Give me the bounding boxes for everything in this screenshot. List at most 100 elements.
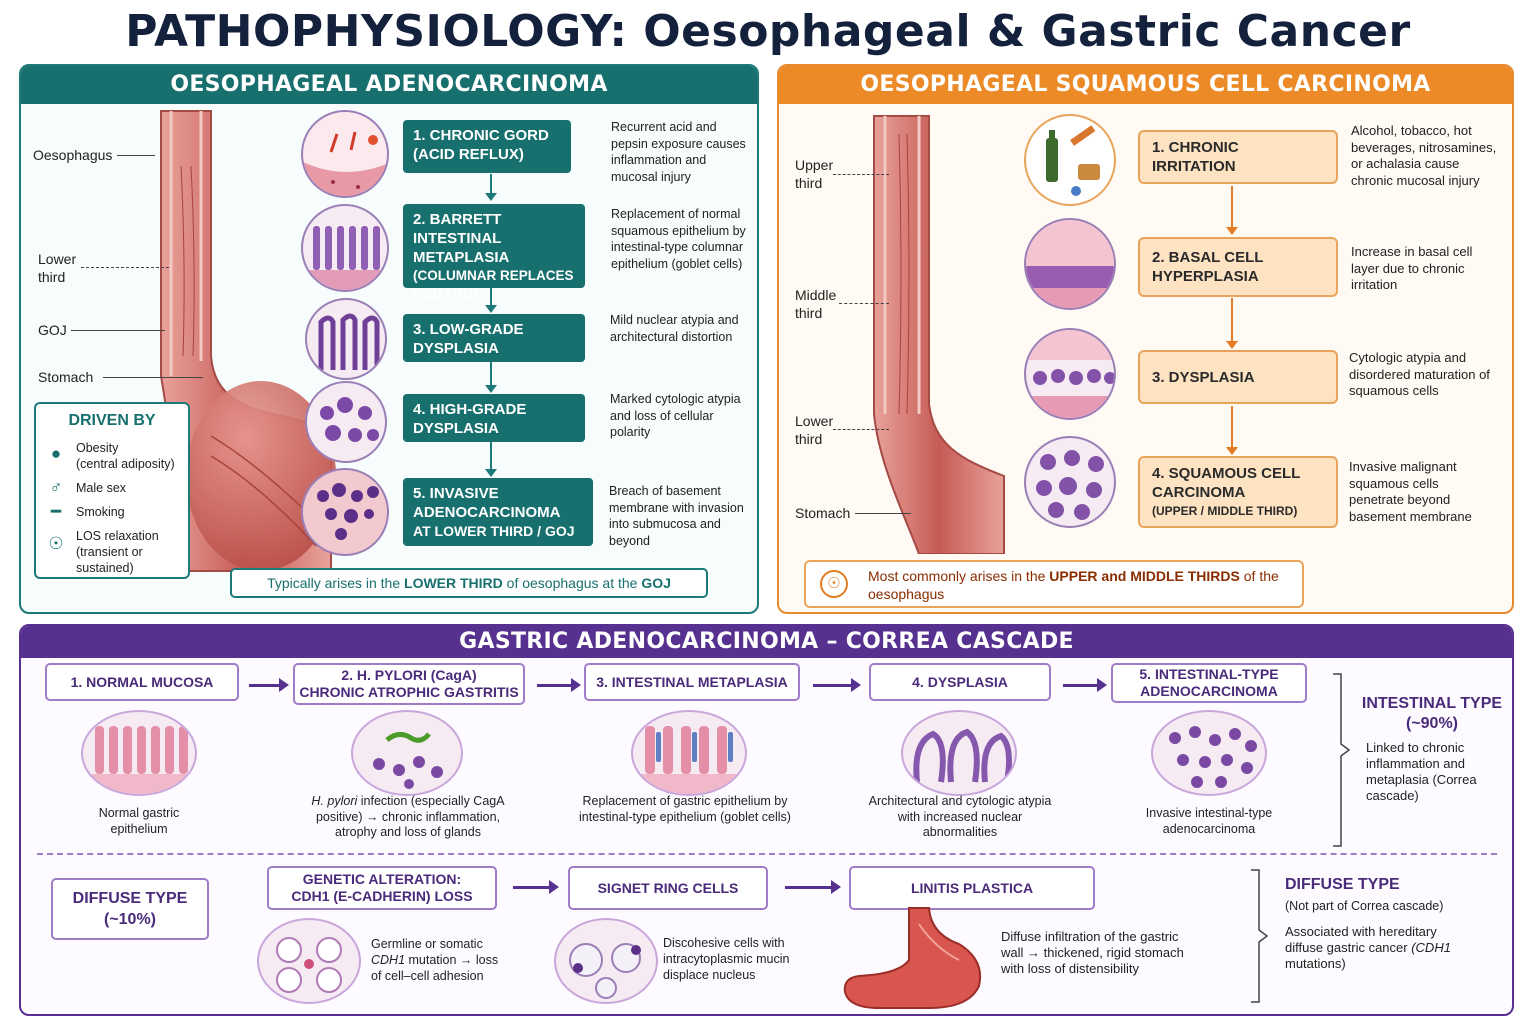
flow-arrow	[1063, 678, 1107, 692]
adeno-step-5: 5. INVASIVE ADENOCARCINOMA AT LOWER THIRD…	[403, 478, 593, 546]
scc-location-note: ☉ Most commonly arises in the UPPER and …	[804, 560, 1304, 608]
adeno-step-5-title: 5. INVASIVE ADENOCARCINOMA	[413, 485, 561, 521]
scc-step-4: 4. SQUAMOUS CELL CARCINOMA (UPPER / MIDDL…	[1138, 456, 1338, 528]
normal-mucosa-image	[81, 710, 197, 796]
label-oesophagus: Oesophagus	[33, 147, 113, 163]
diffuse-type-box: DIFFUSE TYPE (~10%)	[51, 878, 209, 940]
note-text: of oesophagus at the	[502, 575, 642, 591]
correa-step-4-desc: Architectural and cytologic atypia with …	[868, 794, 1052, 839]
scc-panel: OESOPHAGEAL SQUAMOUS CELL CARCINOMA Uppe…	[777, 64, 1514, 614]
gastric-header: GASTRIC ADENOCARCINOMA – CORREA CASCADE	[21, 626, 1512, 658]
flow-arrow	[485, 442, 497, 477]
h-pylori-gastritis-image	[351, 710, 463, 796]
correa-step-2-desc: H. pylori infection (especially CagA pos…	[296, 794, 520, 841]
low-grade-dysplasia-image	[305, 298, 387, 380]
flow-arrow	[485, 288, 497, 313]
leader-line	[117, 155, 155, 156]
person-icon: ●	[50, 444, 62, 463]
scc-step-4-title: 4. SQUAMOUS CELL CARCINOMA	[1152, 464, 1301, 501]
flow-arrow	[249, 678, 289, 692]
correa-step-3-title: 3. INTESTINAL METAPLASIA	[596, 673, 788, 690]
leader-line	[833, 174, 889, 175]
diffuse-type-title: DIFFUSE TYPE	[72, 890, 188, 907]
adeno-step-2: 2. BARRETT INTESTINAL METAPLASIA(COLUMNA…	[403, 204, 585, 301]
adeno-step-4-desc: Marked cytologic atypia and loss of cell…	[610, 392, 741, 439]
scc-oesophagus-illustration	[873, 115, 1005, 554]
correa-step-5-desc: Invasive intestinal-type adenocarcinoma	[1145, 806, 1273, 836]
correa-step-2-sub: CHRONIC ATROPHIC GASTRITIS	[299, 684, 519, 700]
adeno-step-4-title: 4. HIGH-GRADE DYSPLASIA	[413, 401, 527, 437]
driven-by-box: DRIVEN BY ● Obesity(central adiposity) ♂…	[34, 402, 190, 579]
gastric-panel: GASTRIC ADENOCARCINOMA – CORREA CASCADE …	[19, 624, 1514, 1016]
diffuse-type-pct: (~10%)	[103, 911, 157, 928]
intestinal-adenocarcinoma-image	[1151, 710, 1267, 796]
label-lower-third: Lower third	[38, 251, 77, 285]
adeno-step-1-title: 1. CHRONIC GORD (ACID REFLUX)	[413, 127, 549, 163]
scc-step-3-title: 3. DYSPLASIA	[1152, 368, 1255, 386]
leader-line	[103, 377, 203, 378]
diffuse-step-2: SIGNET RING CELLS	[568, 866, 768, 910]
diffuse-step-1-desc: Germline or somatic CDH1 mutation → loss…	[371, 936, 511, 984]
risk-smoking: Smoking	[76, 505, 125, 519]
adeno-location-note: Typically arises in the LOWER THIRD of o…	[230, 568, 708, 598]
section-divider	[37, 853, 1497, 855]
leader-line	[81, 267, 169, 268]
gord-histology-image	[301, 110, 389, 198]
correa-step-4: 4. DYSPLASIA	[869, 663, 1051, 701]
label-lower-third: Lower third	[795, 413, 834, 447]
adeno-step-2-sub: (COLUMNAR REPLACES SQUAMOUS)	[413, 268, 574, 301]
cdh1-loss-image	[257, 918, 361, 1004]
driven-by-title: DRIVEN BY	[68, 412, 156, 429]
label-goj: GOJ	[38, 322, 67, 338]
gastric-dysplasia-image	[901, 710, 1017, 796]
adeno-step-1-desc: Recurrent acid and pepsin exposure cause…	[611, 120, 746, 184]
note-strong: UPPER and MIDDLE THIRDS	[1049, 568, 1240, 584]
leader-line	[855, 513, 911, 514]
intestinal-type-pct: (~90%)	[1405, 715, 1459, 732]
scc-step-1: 1. CHRONIC IRRITATION	[1138, 130, 1338, 184]
desc-text: mutation → loss of cell–cell adhesion	[371, 953, 499, 983]
intestinal-metaplasia-image	[631, 710, 747, 796]
intestinal-type-label: INTESTINAL TYPE	[1361, 695, 1503, 712]
correa-step-2: 2. H. PYLORI (CagA)CHRONIC ATROPHIC GAST…	[293, 663, 525, 705]
leader-line	[839, 303, 889, 304]
label-stomach: Stomach	[38, 369, 94, 385]
desc-text: mutations)	[1285, 956, 1346, 971]
correa-step-5-sub: ADENOCARCINOMA	[1140, 683, 1278, 699]
adeno-step-3-title: 3. LOW-GRADE DYSPLASIA	[413, 321, 524, 357]
correa-step-3-desc: Replacement of gastric epithelium by int…	[579, 794, 791, 824]
note-text: Typically arises in the	[267, 575, 405, 591]
scc-step-3: 3. DYSPLASIA	[1138, 350, 1338, 404]
signet-ring-image	[554, 918, 658, 1004]
high-grade-dysplasia-image	[305, 381, 387, 463]
adeno-step-5-desc: Breach of basement membrane with invasio…	[609, 484, 744, 548]
basal-hyperplasia-image	[1024, 218, 1116, 310]
intestinal-type-desc: Linked to chronic inflammation and metap…	[1366, 740, 1477, 803]
scc-step-1-desc: Alcohol, tobacco, hot beverages, nitrosa…	[1351, 123, 1497, 188]
label-upper-third: Upper third	[795, 157, 834, 191]
scc-step-4-sub: (UPPER / MIDDLE THIRD)	[1152, 503, 1298, 518]
flow-arrow	[813, 678, 861, 692]
stomach-illustration	[843, 907, 981, 1009]
flow-arrow	[1226, 298, 1238, 349]
scc-step-3-desc: Cytologic atypia and disordered maturati…	[1349, 350, 1490, 398]
risk-los-label: LOS relaxation	[76, 529, 159, 543]
diffuse-step-3: LINITIS PLASTICA	[849, 866, 1095, 910]
adeno-step-5-sub: AT LOWER THIRD / GOJ	[413, 523, 575, 539]
label-middle-third: Middle third	[795, 287, 837, 321]
diffuse-side-sub: (Not part of Correa cascade)	[1285, 899, 1444, 913]
leader-line	[71, 330, 165, 331]
flow-arrow	[785, 880, 841, 894]
correa-step-2-title: 2. H. PYLORI (CagA)	[341, 667, 477, 683]
lightbulb-icon: ☉	[820, 570, 848, 598]
adeno-step-4: 4. HIGH-GRADE DYSPLASIA	[403, 394, 585, 442]
correa-step-4-title: 4. DYSPLASIA	[912, 673, 1008, 690]
diffuse-side-desc: Associated with hereditary diffuse gastr…	[1285, 924, 1455, 972]
diffuse-step-1-title: GENETIC ALTERATION:	[302, 871, 462, 887]
scc-step-2-desc: Increase in basal cell layer due to chro…	[1351, 244, 1473, 292]
risk-los-relaxation: LOS relaxation(transient or sustained)	[76, 528, 186, 576]
label-stomach: Stomach	[795, 505, 851, 521]
note-text: Most commonly arises in the	[868, 568, 1050, 584]
adeno-step-1: 1. CHRONIC GORD (ACID REFLUX)	[403, 120, 571, 173]
